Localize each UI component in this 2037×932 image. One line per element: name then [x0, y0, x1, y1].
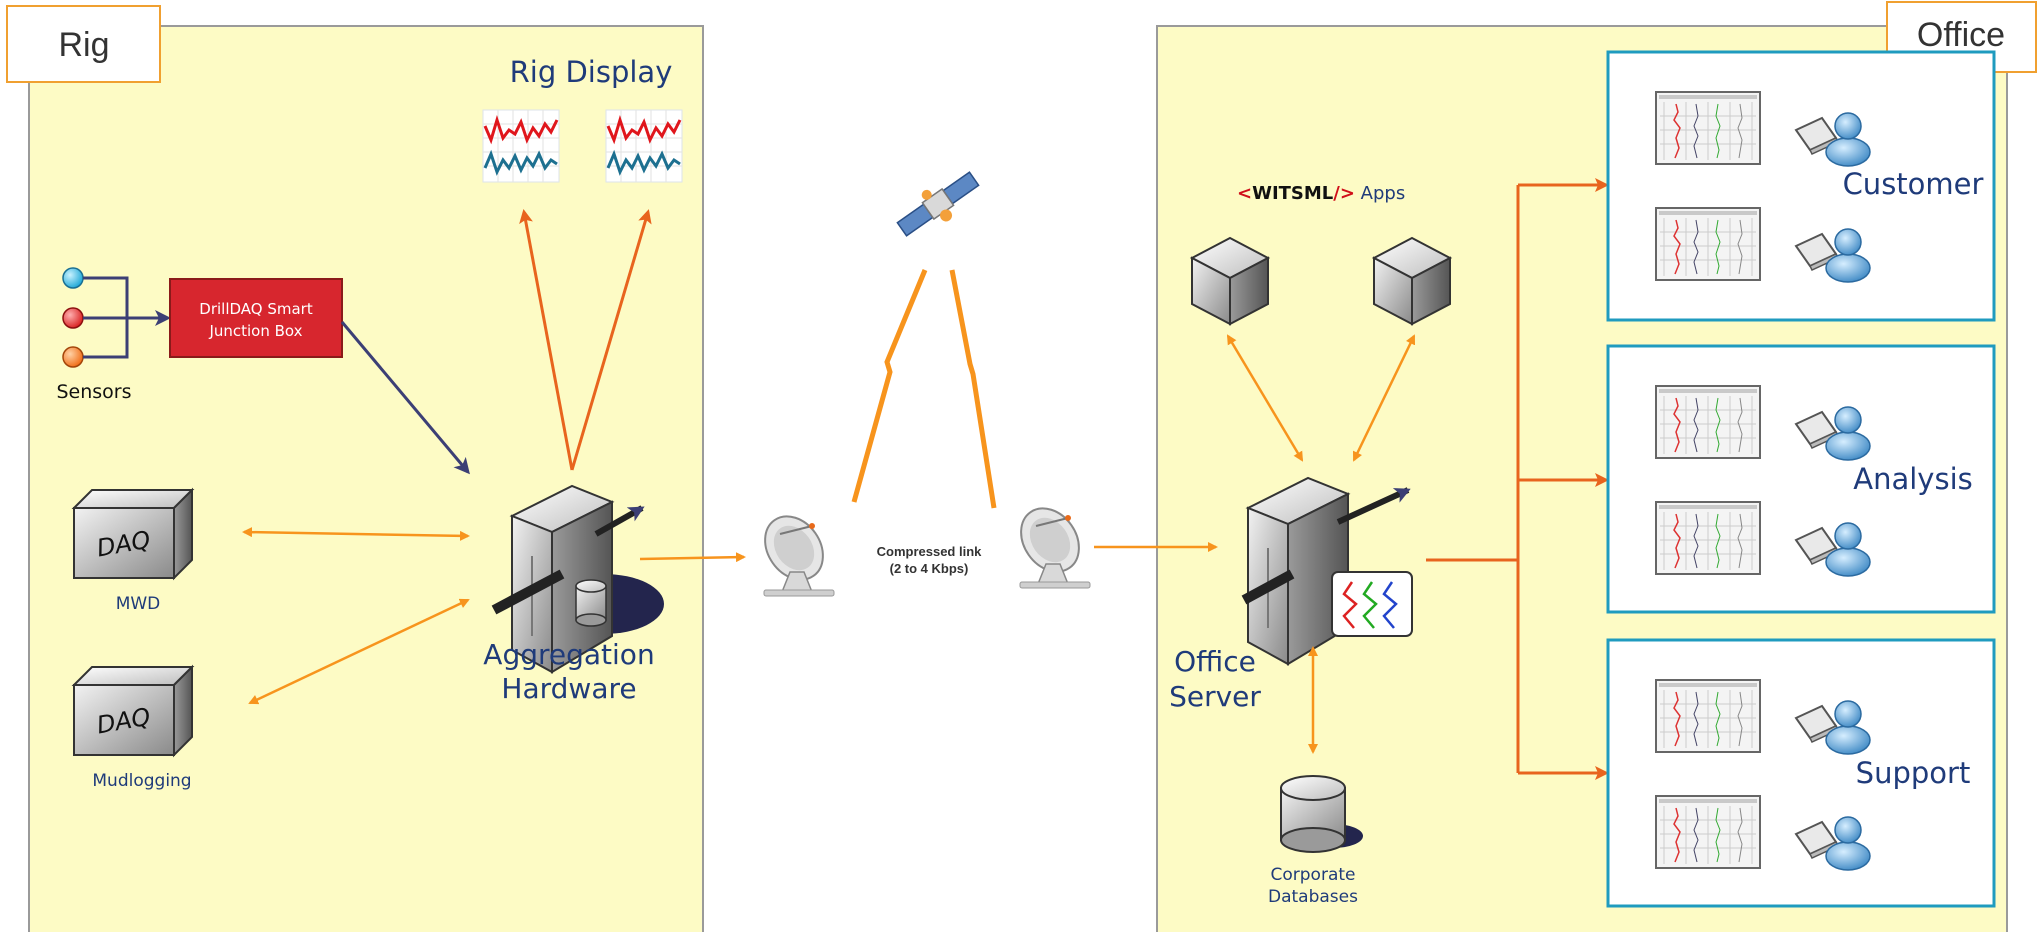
svg-text:Rig: Rig — [58, 26, 109, 64]
database-label-line1: Corporate — [1271, 865, 1356, 885]
cube-right-arrow — [1352, 334, 1416, 462]
rig-display-chart-left — [481, 108, 561, 184]
trend-chart-icon — [1655, 91, 1761, 165]
link-label-line2: (2 to 4 Kbps) — [890, 561, 969, 576]
svg-text:Junction Box: Junction Box — [208, 322, 302, 340]
sensor-dot-icon — [62, 346, 84, 368]
svg-text:Office: Office — [1917, 16, 2005, 54]
mudlogging-label: Mudlogging — [92, 771, 191, 791]
group-label-analysis: Analysis — [1853, 462, 1972, 496]
trend-chart-icon — [1655, 207, 1761, 281]
app-cube-icon — [1191, 237, 1269, 325]
mudlogging-arrow — [248, 598, 470, 705]
sensor-dot-icon — [62, 307, 84, 329]
trend-chart-icon — [1655, 385, 1761, 459]
cube-left-arrow — [1226, 334, 1304, 462]
corporate-database — [1280, 775, 1363, 853]
link-label-line1: Compressed link — [877, 544, 983, 559]
aggregation-to-dish-arrow — [639, 552, 746, 563]
junction-box: DrillDAQ Smart Junction Box — [169, 278, 343, 358]
satellite-dish-icon — [752, 504, 836, 597]
customer-group: Customer — [1606, 50, 1996, 322]
mwd-daq-box: DAQ — [73, 489, 193, 579]
trend-chart-icon — [1331, 571, 1413, 637]
satellite-icon — [896, 171, 980, 237]
aggregation-to-display-right-arrow — [570, 209, 652, 471]
group-label-customer: Customer — [1843, 167, 1984, 201]
database-icon — [575, 579, 607, 627]
satellite-dish-icon — [1008, 496, 1092, 589]
trend-chart-icon — [1655, 679, 1761, 753]
rig-display-chart-right — [604, 108, 684, 184]
trend-chart-icon — [1655, 501, 1761, 575]
witsml-apps-label: <WITSML/> Apps — [1237, 183, 1405, 204]
rig-panel — [28, 25, 704, 932]
analysis-group: Analysis — [1606, 344, 1996, 614]
trend-chart-icon — [1655, 795, 1761, 869]
office-server-label-line1: Office — [1174, 645, 1256, 678]
sensor-dot-icon — [62, 267, 84, 289]
mwd-arrow — [242, 527, 470, 541]
distribution-arrows — [1426, 178, 1609, 780]
downlink-beam — [949, 269, 997, 509]
uplink-beam — [851, 269, 928, 503]
rig-tab: Rig — [6, 5, 161, 83]
group-label-support: Support — [1856, 756, 1971, 790]
app-cube-icon — [1373, 237, 1451, 325]
support-group: Support — [1606, 638, 1996, 908]
office-server-label-line2: Server — [1169, 680, 1261, 713]
aggregation-label-line1: Aggregation — [483, 638, 654, 671]
mwd-label: MWD — [116, 594, 161, 614]
aggregation-hardware — [491, 485, 664, 673]
rig-display-title: Rig Display — [510, 55, 673, 89]
junction-to-aggregation-arrow — [340, 321, 470, 475]
aggregation-to-display-left-arrow — [519, 209, 574, 471]
sensors-group — [62, 267, 171, 368]
svg-text:DrillDAQ Smart: DrillDAQ Smart — [199, 300, 313, 318]
aggregation-label-line2: Hardware — [501, 672, 636, 705]
office-server — [1241, 477, 1413, 665]
database-label-line2: Databases — [1268, 887, 1358, 907]
sensors-label: Sensors — [56, 381, 131, 403]
mudlogging-daq-box: DAQ — [73, 666, 193, 756]
